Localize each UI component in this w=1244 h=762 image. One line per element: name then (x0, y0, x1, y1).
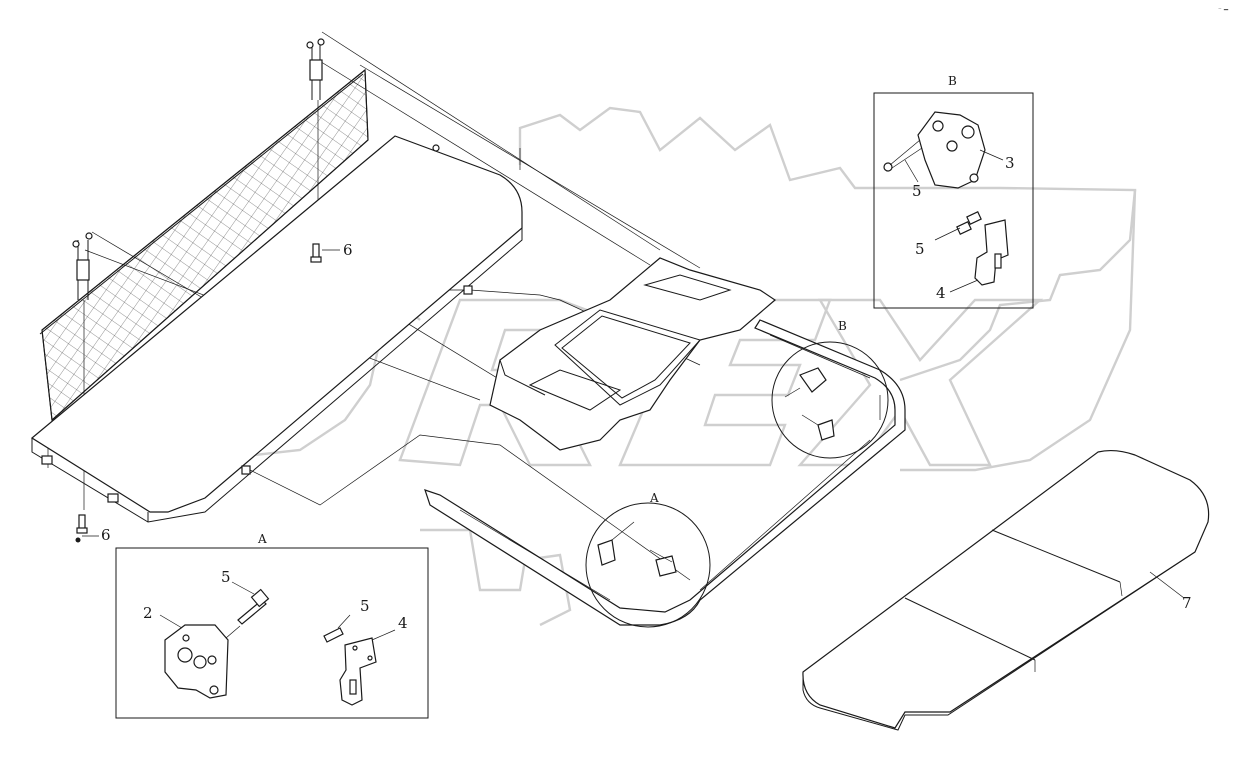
detail-circle-b: B (771, 319, 889, 459)
corner-mark: ⁻ ━ (1218, 6, 1229, 14)
bolt-6-upper (310, 243, 322, 263)
callout-labels: 6 6 7 2 5 5 4 3 5 5 4 (82, 154, 1192, 632)
callout-6-upper: 6 (343, 241, 353, 259)
callout-4-a: 4 (398, 614, 408, 632)
luggage-net (39, 38, 369, 510)
detail-box-a: A (115, 532, 429, 719)
bolt-6-lower (75, 514, 88, 543)
callout-5-b-mid: 5 (915, 240, 925, 258)
detail-b-box-title: B (948, 74, 957, 88)
callout-5-a-top: 5 (221, 568, 231, 586)
shelf-board (30, 135, 523, 523)
detail-box-b: B (873, 74, 1034, 309)
callout-2: 2 (143, 604, 153, 622)
callout-3: 3 (1005, 154, 1015, 172)
detail-circle-a: A (585, 491, 711, 628)
cushion (802, 449, 1210, 731)
callout-4-b: 4 (936, 284, 946, 302)
roof-frame (424, 257, 906, 626)
detail-a-circle-label: A (649, 491, 659, 505)
detail-b-circle-label: B (838, 319, 847, 333)
callout-7: 7 (1182, 594, 1192, 612)
detail-a-box-title: A (257, 532, 267, 546)
callout-5-b-top: 5 (912, 182, 922, 200)
callout-6-lower: 6 (101, 526, 111, 544)
callout-5-a-mid: 5 (360, 597, 370, 615)
